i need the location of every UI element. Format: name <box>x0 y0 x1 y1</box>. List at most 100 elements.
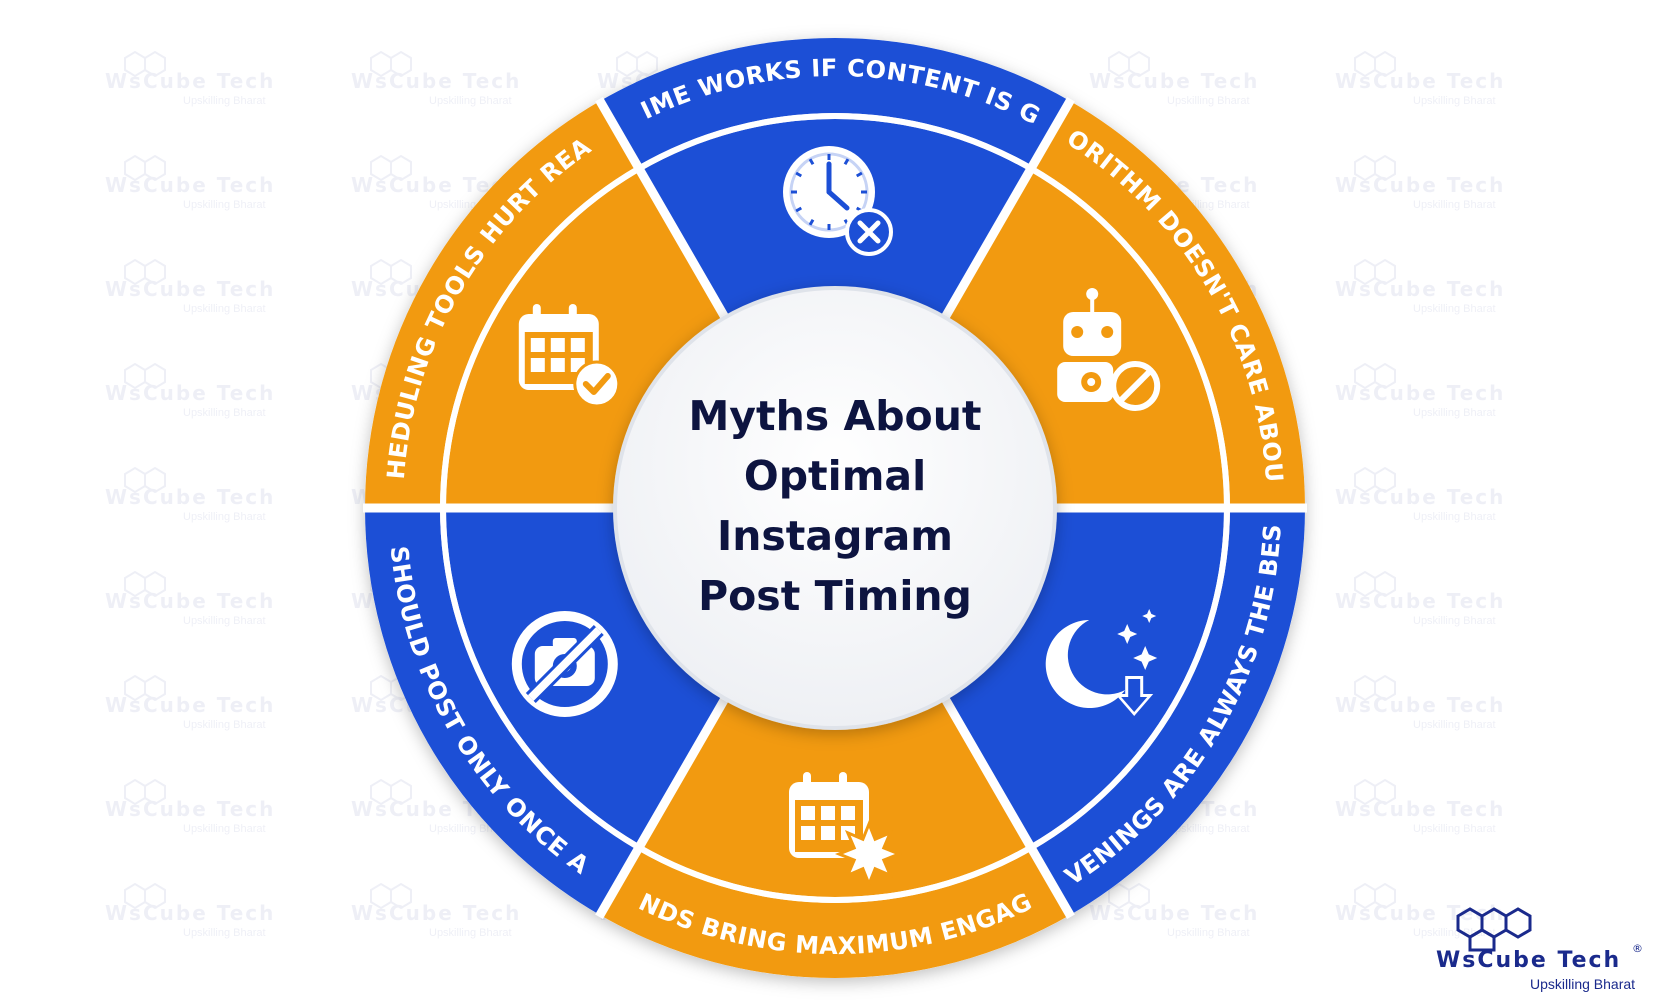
outer-band-segment <box>600 38 1070 166</box>
watermark-name: WsCube Tech <box>1335 589 1505 613</box>
watermark-tagline: Upskilling Bharat <box>183 615 266 627</box>
watermark-name: WsCube Tech <box>1335 69 1505 93</box>
inner-segment <box>945 508 1224 845</box>
watermark-name: WsCube Tech <box>351 69 521 93</box>
watermark-tagline: Upskilling Bharat <box>183 199 266 211</box>
watermark-name: WsCube Tech <box>1089 69 1259 93</box>
outer-band-segment <box>365 100 638 508</box>
watermark-tagline: Upskilling Bharat <box>1167 95 1250 107</box>
segment-separator <box>941 96 1075 320</box>
robot-gear-ban-icon <box>1057 288 1161 411</box>
watermark-tagline: Upskilling Bharat <box>183 303 266 315</box>
segment-separator <box>595 696 729 920</box>
watermark-name: WsCube Tech <box>1335 277 1505 301</box>
watermark-name: WsCube Tech <box>1335 485 1505 509</box>
watermark-tagline: Upskilling Bharat <box>429 95 512 107</box>
brand-logo: WsCube Tech ® Upskilling Bharat <box>1418 902 1648 997</box>
segment-rim <box>637 844 1033 903</box>
watermark-tagline: Upskilling Bharat <box>183 823 266 835</box>
moon-stars-down-icon <box>1045 609 1158 716</box>
title-line-1: Myths About <box>688 392 981 440</box>
watermark-tagline: Upskilling Bharat <box>183 407 266 419</box>
watermark-tagline: Upskilling Bharat <box>183 719 266 731</box>
watermark-name: WsCube Tech <box>105 693 275 717</box>
segment-rim <box>440 165 641 508</box>
watermark-name: WsCube Tech <box>351 901 521 925</box>
outer-band-segment <box>1032 100 1305 508</box>
watermark-tagline: Upskilling Bharat <box>183 927 266 939</box>
watermark-name: WsCube Tech <box>105 901 275 925</box>
watermark-tagline: Upskilling Bharat <box>1413 511 1496 523</box>
watermark-tagline: Upskilling Bharat <box>1413 719 1496 731</box>
watermark-name: WsCube Tech <box>105 381 275 405</box>
registered-mark: ® <box>1632 942 1643 955</box>
segment-rim <box>1029 508 1230 851</box>
title-line-4: Post Timing <box>698 572 972 620</box>
hexagon-logo-icon <box>1456 907 1532 952</box>
segment-rim <box>440 508 641 851</box>
outer-band-segment <box>1032 508 1305 916</box>
watermark-name: WsCube Tech <box>105 797 275 821</box>
watermark-name: WsCube Tech <box>1089 901 1259 925</box>
segment-rim <box>1029 165 1230 508</box>
watermark-tagline: Upskilling Bharat <box>1167 927 1250 939</box>
watermark-name: WsCube Tech <box>1335 173 1505 197</box>
watermark-tagline: Upskilling Bharat <box>1413 615 1496 627</box>
no-camera-icon <box>511 611 618 717</box>
watermark-tagline: Upskilling Bharat <box>183 511 266 523</box>
segment-separator <box>941 696 1075 920</box>
calendar-burst-icon <box>789 772 904 889</box>
watermark-name: WsCube Tech <box>105 589 275 613</box>
watermark-name: WsCube Tech <box>105 69 275 93</box>
watermark-tagline: Upskilling Bharat <box>1413 407 1496 419</box>
watermark-tagline: Upskilling Bharat <box>1413 927 1496 939</box>
watermark-tagline: Upskilling Bharat <box>1413 95 1496 107</box>
logo-tagline: Upskilling Bharat <box>1530 976 1636 992</box>
watermark-name: WsCube Tech <box>1335 797 1505 821</box>
title-line-3: Instagram <box>717 512 953 560</box>
logo-name: WsCube Tech <box>1436 948 1622 973</box>
calendar-check-icon <box>518 304 621 408</box>
segment-rim <box>637 112 1033 172</box>
watermark-name: WsCube Tech <box>1335 693 1505 717</box>
watermark-name: WsCube Tech <box>105 485 275 509</box>
title-line-2: Optimal <box>744 452 926 500</box>
outer-band-segment <box>365 508 638 916</box>
watermark-name: WsCube Tech <box>1335 381 1505 405</box>
outer-band-segment <box>600 850 1070 978</box>
watermark-tagline: Upskilling Bharat <box>429 927 512 939</box>
watermark-tagline: Upskilling Bharat <box>183 95 266 107</box>
center-circle <box>613 286 1057 730</box>
watermark-tagline: Upskilling Bharat <box>1167 823 1250 835</box>
watermark-name: WsCube Tech <box>105 277 275 301</box>
clock-x-icon <box>783 146 893 256</box>
watermark-tagline: Upskilling Bharat <box>1413 199 1496 211</box>
segment-separator <box>595 96 729 320</box>
watermark-tagline: Upskilling Bharat <box>1413 303 1496 315</box>
watermark-tagline: Upskilling Bharat <box>1413 823 1496 835</box>
watermark-name: WsCube Tech <box>105 173 275 197</box>
